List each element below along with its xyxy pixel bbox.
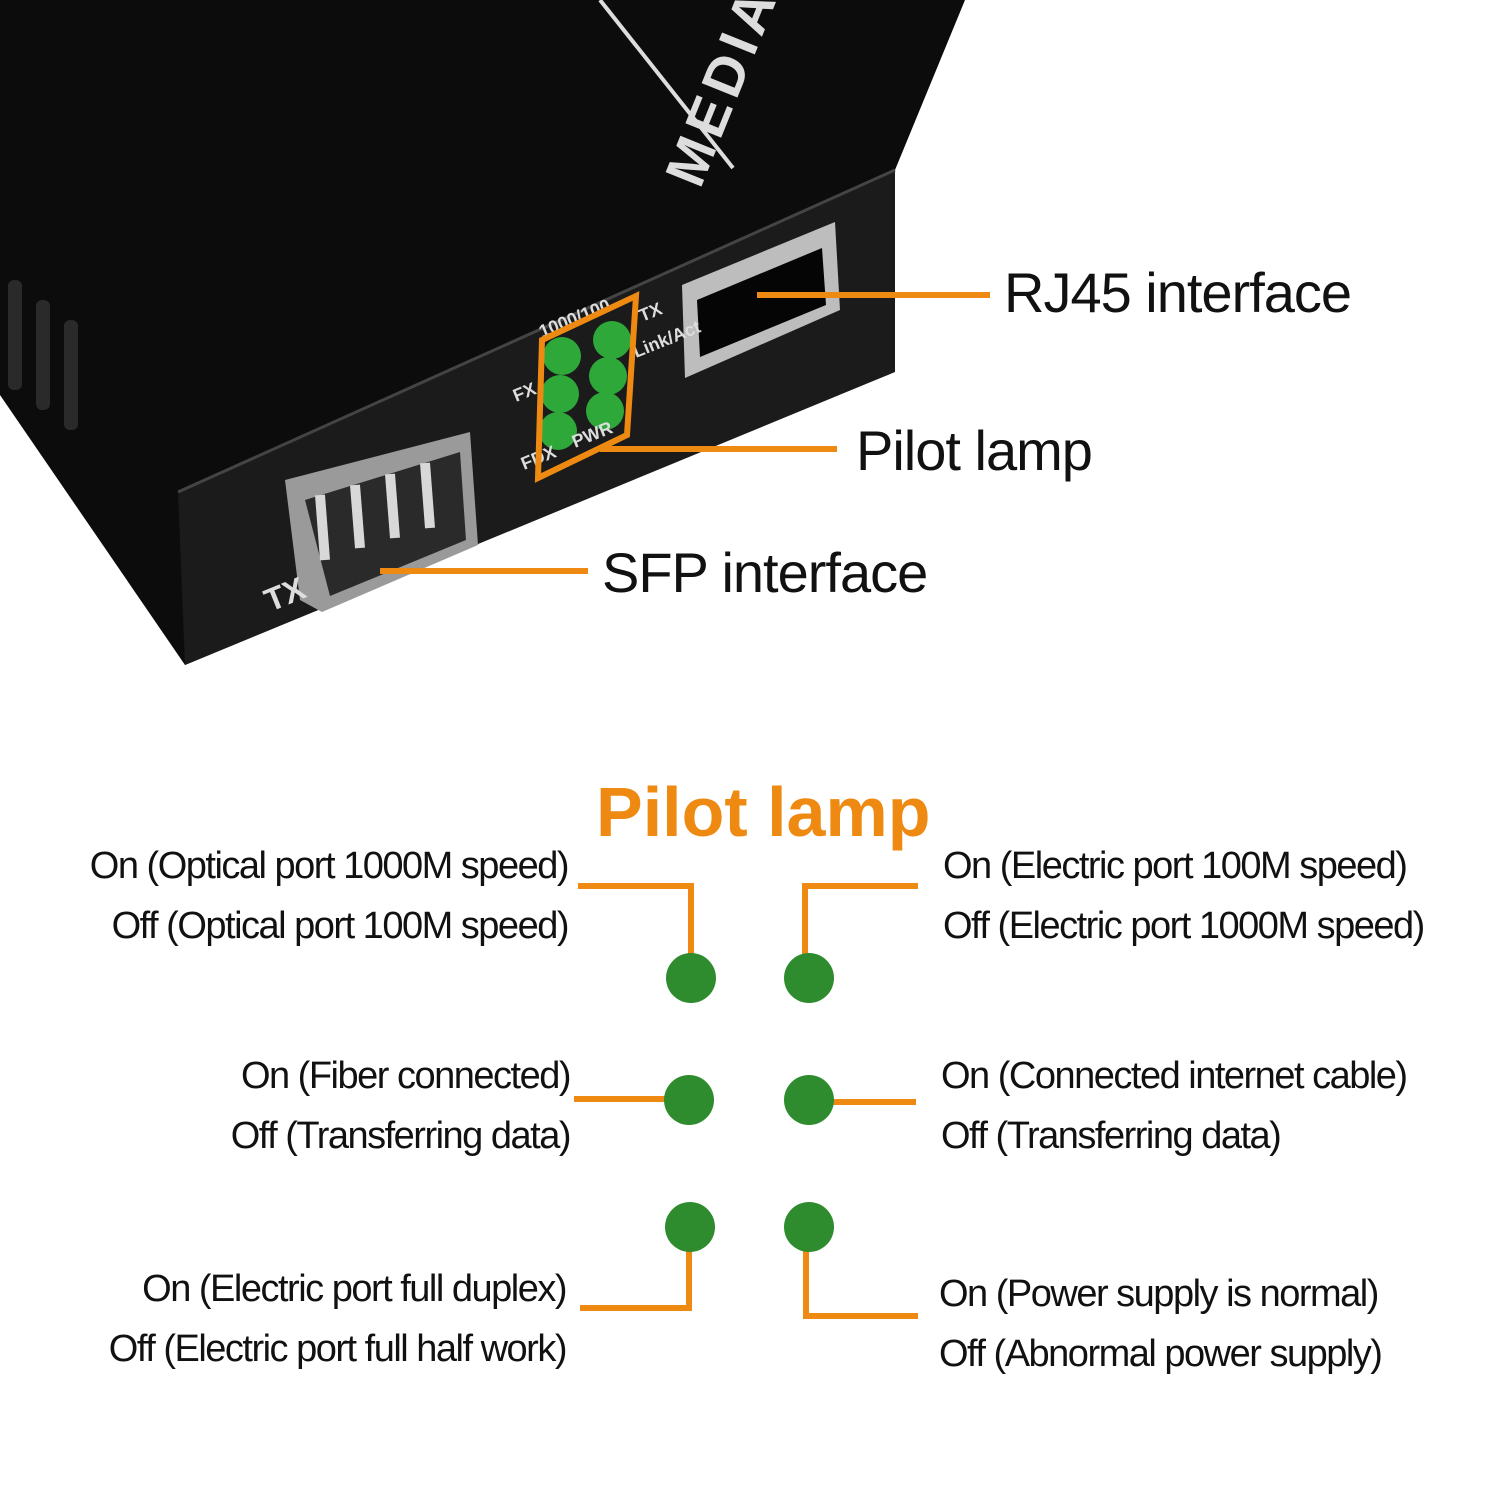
legend-item-fdx: On (Electric port full duplex) Off (Elec… [108,1259,568,1379]
state-off: Off (Optical port 100M speed) [111,905,570,947]
led-fx-speed [666,953,716,1003]
state-on: On (Electric port 100M speed) [943,845,1408,887]
rj45-port-opening [697,248,826,357]
device-edge [177,168,896,494]
led-tx-link [784,1075,834,1125]
led-tx-speed [784,953,834,1003]
sfp-fins [315,462,435,561]
led-pwr [784,1202,834,1252]
legend-item-fx-link: On (Fiber connected) Off (Transferring d… [230,1046,572,1166]
brand-underline [598,0,735,170]
state-off: Off (Transferring data) [230,1115,572,1157]
state-off: Off (Electric port full half work) [108,1328,568,1370]
legend-item-tx-speed: On (Electric port 100M speed) Off (Elect… [943,836,1425,956]
sfp-interface-label: SFP interface [602,541,928,604]
state-on: On (Connected internet cable) [941,1055,1408,1097]
legend-item-pwr: On (Power supply is normal) Off (Abnorma… [939,1264,1383,1384]
callout-lines [380,292,990,1319]
legend-item-tx-link: On (Connected internet cable) Off (Trans… [941,1046,1408,1166]
state-on: On (Optical port 1000M speed) [89,845,570,887]
device-leds [539,321,631,450]
legend-title: Pilot lamp [596,773,931,851]
state-on: On (Electric port full duplex) [142,1268,567,1310]
pilot-lamp-label: Pilot lamp [856,419,1093,482]
state-off: Off (Abnormal power supply) [939,1333,1383,1375]
state-on: On (Power supply is normal) [939,1273,1379,1315]
rj45-interface-label: RJ45 interface [1004,261,1352,324]
vent-slots [8,280,78,430]
state-on: On (Fiber connected) [240,1055,572,1097]
led-fdx [665,1202,715,1252]
state-off: Off (Transferring data) [941,1115,1282,1157]
state-off: Off (Electric port 1000M speed) [943,905,1425,947]
pilot-lamp-highlight [534,291,640,483]
legend-item-fx-speed: On (Optical port 1000M speed) Off (Optic… [89,836,570,956]
led-fx-link [664,1075,714,1125]
